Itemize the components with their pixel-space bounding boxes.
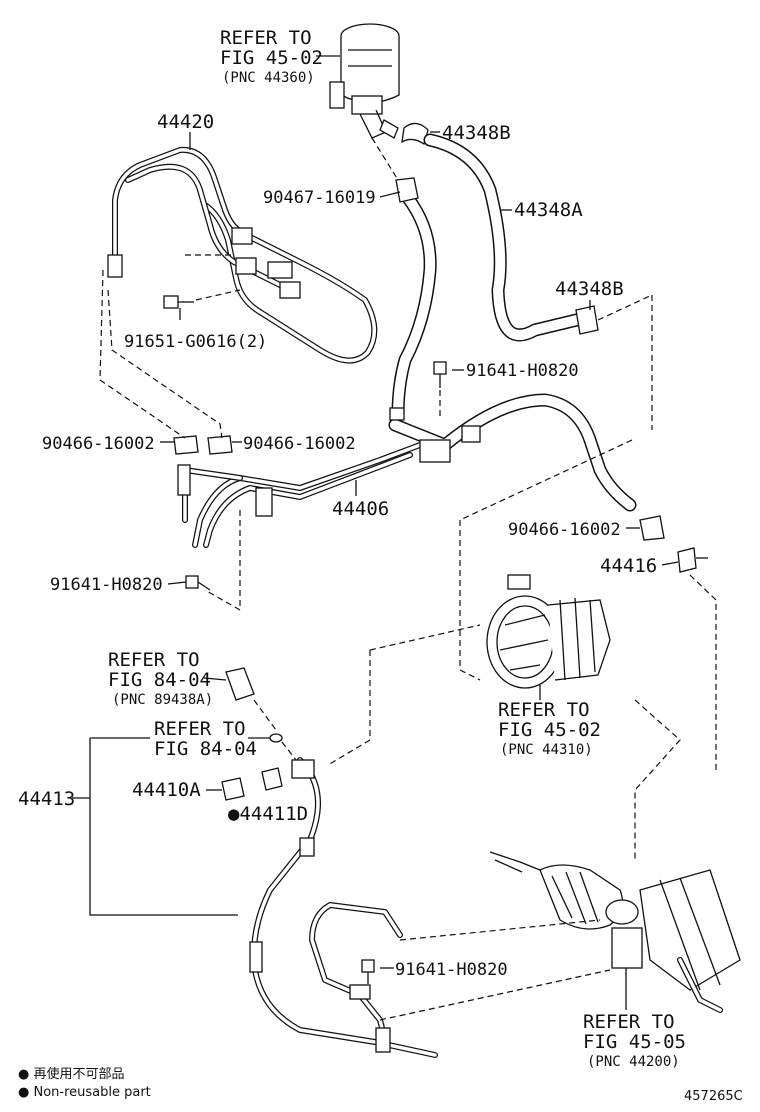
label-91641-H0820-upper: 91641-H0820: [466, 361, 579, 381]
label-44348A: 44348A: [514, 199, 583, 221]
label-refer-fig-84-04-a-1: REFER TO: [108, 649, 200, 671]
label-refer-fig-84-04-b-1: REFER TO: [154, 718, 246, 740]
label-refer-fig-45-02-top-2: FIG 45-02: [220, 47, 323, 69]
label-91641-H0820-left: 91641-H0820: [50, 575, 163, 595]
label-90467-16019: 90467-16019: [263, 188, 376, 208]
label-pnc-89438A: (PNC 89438A): [112, 692, 213, 708]
label-44413: 44413: [18, 788, 75, 810]
label-90466-16002-lower: 90466-16002: [508, 520, 621, 540]
fitting-89438A: [225, 667, 255, 701]
bolt-91641-H0820-lower: [361, 959, 375, 984]
pressure-pipe-44406: [177, 393, 637, 548]
clamp-90467-16019: [395, 177, 419, 203]
steering-gear-assembly: [489, 851, 741, 1013]
label-44348B-mid: 44348B: [555, 278, 624, 300]
label-44410A: 44410A: [132, 779, 201, 801]
label-refer-fig-45-02-mid-2: FIG 45-02: [498, 719, 601, 741]
label-refer-fig-84-04-a-2: FIG 84-04: [108, 669, 211, 691]
grommet-90466-16002-lower: [639, 515, 665, 541]
union-44410A: [221, 777, 245, 801]
leader-lines: [72, 55, 679, 1010]
label-refer-fig-45-02-mid-1: REFER TO: [498, 699, 590, 721]
label-refer-fig-45-05-2: FIG 45-05: [583, 1031, 686, 1053]
label-refer-fig-45-05-1: REFER TO: [583, 1011, 675, 1033]
label-refer-fig-45-02-top-1: REFER TO: [220, 27, 312, 49]
label-44406: 44406: [332, 498, 389, 520]
bolt-91641-H0820-upper: [433, 361, 447, 420]
return-hose-44348A: [423, 133, 592, 342]
label-90466-16002-right: 90466-16002: [243, 434, 356, 454]
grommet-90466-16002-right: [207, 435, 233, 455]
power-steering-pump: [486, 574, 611, 700]
label-pnc-44360: (PNC 44360): [222, 70, 315, 86]
label-pnc-44200: (PNC 44200): [587, 1054, 680, 1070]
legend-non-reusable: ● Non-reusable part: [18, 1085, 151, 1100]
label-pnc-44310: (PNC 44310): [500, 742, 593, 758]
label-44348B-top: 44348B: [442, 122, 511, 144]
clamp-44348B-mid: [575, 305, 599, 335]
bolt-91641-H0820-left: [185, 575, 211, 591]
label-44411D: ●44411D: [228, 803, 308, 825]
union-44416: [677, 547, 708, 573]
grommet-90466-16002-left: [173, 435, 199, 455]
reservoir-tank: [329, 23, 400, 139]
bolt-91651-G0616: [163, 289, 241, 309]
label-44420: 44420: [157, 111, 214, 133]
figure-code: 457265C: [684, 1089, 743, 1104]
clamp-44348B-top: [401, 122, 429, 146]
legend-japanese: ● 再使用不可部品: [18, 1066, 124, 1082]
oil-cooler-tube-44420: [107, 146, 378, 364]
gasket-44411D: [261, 767, 283, 791]
o-ring-84-04: [269, 733, 283, 743]
label-44416: 44416: [600, 555, 657, 577]
suction-hose: [391, 191, 437, 422]
label-91651-G0616: 91651-G0616(2): [124, 332, 267, 352]
label-90466-16002-left: 90466-16002: [42, 434, 155, 454]
return-tube-44413: [249, 757, 438, 1058]
label-91641-H0820-lower: 91641-H0820: [395, 960, 508, 980]
label-refer-fig-84-04-b-2: FIG 84-04: [154, 738, 257, 760]
